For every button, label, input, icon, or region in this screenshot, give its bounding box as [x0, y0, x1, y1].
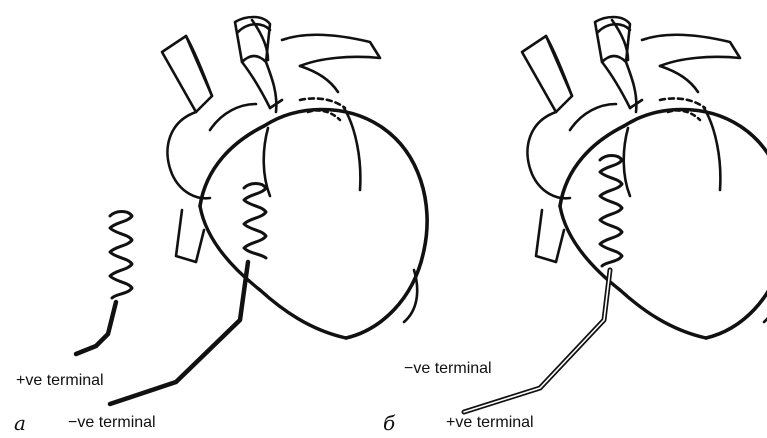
coil-electrode-icon-b-heart	[600, 156, 622, 267]
panel-a-positive-terminal-label: +ve terminal	[16, 372, 104, 390]
lead-wire-b	[464, 270, 610, 412]
panel-a-letter: a	[14, 412, 26, 434]
panel-a-negative-terminal-label: −ve terminal	[68, 414, 156, 432]
panel-b-letter: б	[383, 412, 395, 434]
panel-b-positive-terminal-label: +ve terminal	[446, 414, 534, 432]
panel-b-negative-terminal-label: −ve terminal	[404, 360, 492, 378]
heart-illustration-b	[522, 17, 767, 338]
